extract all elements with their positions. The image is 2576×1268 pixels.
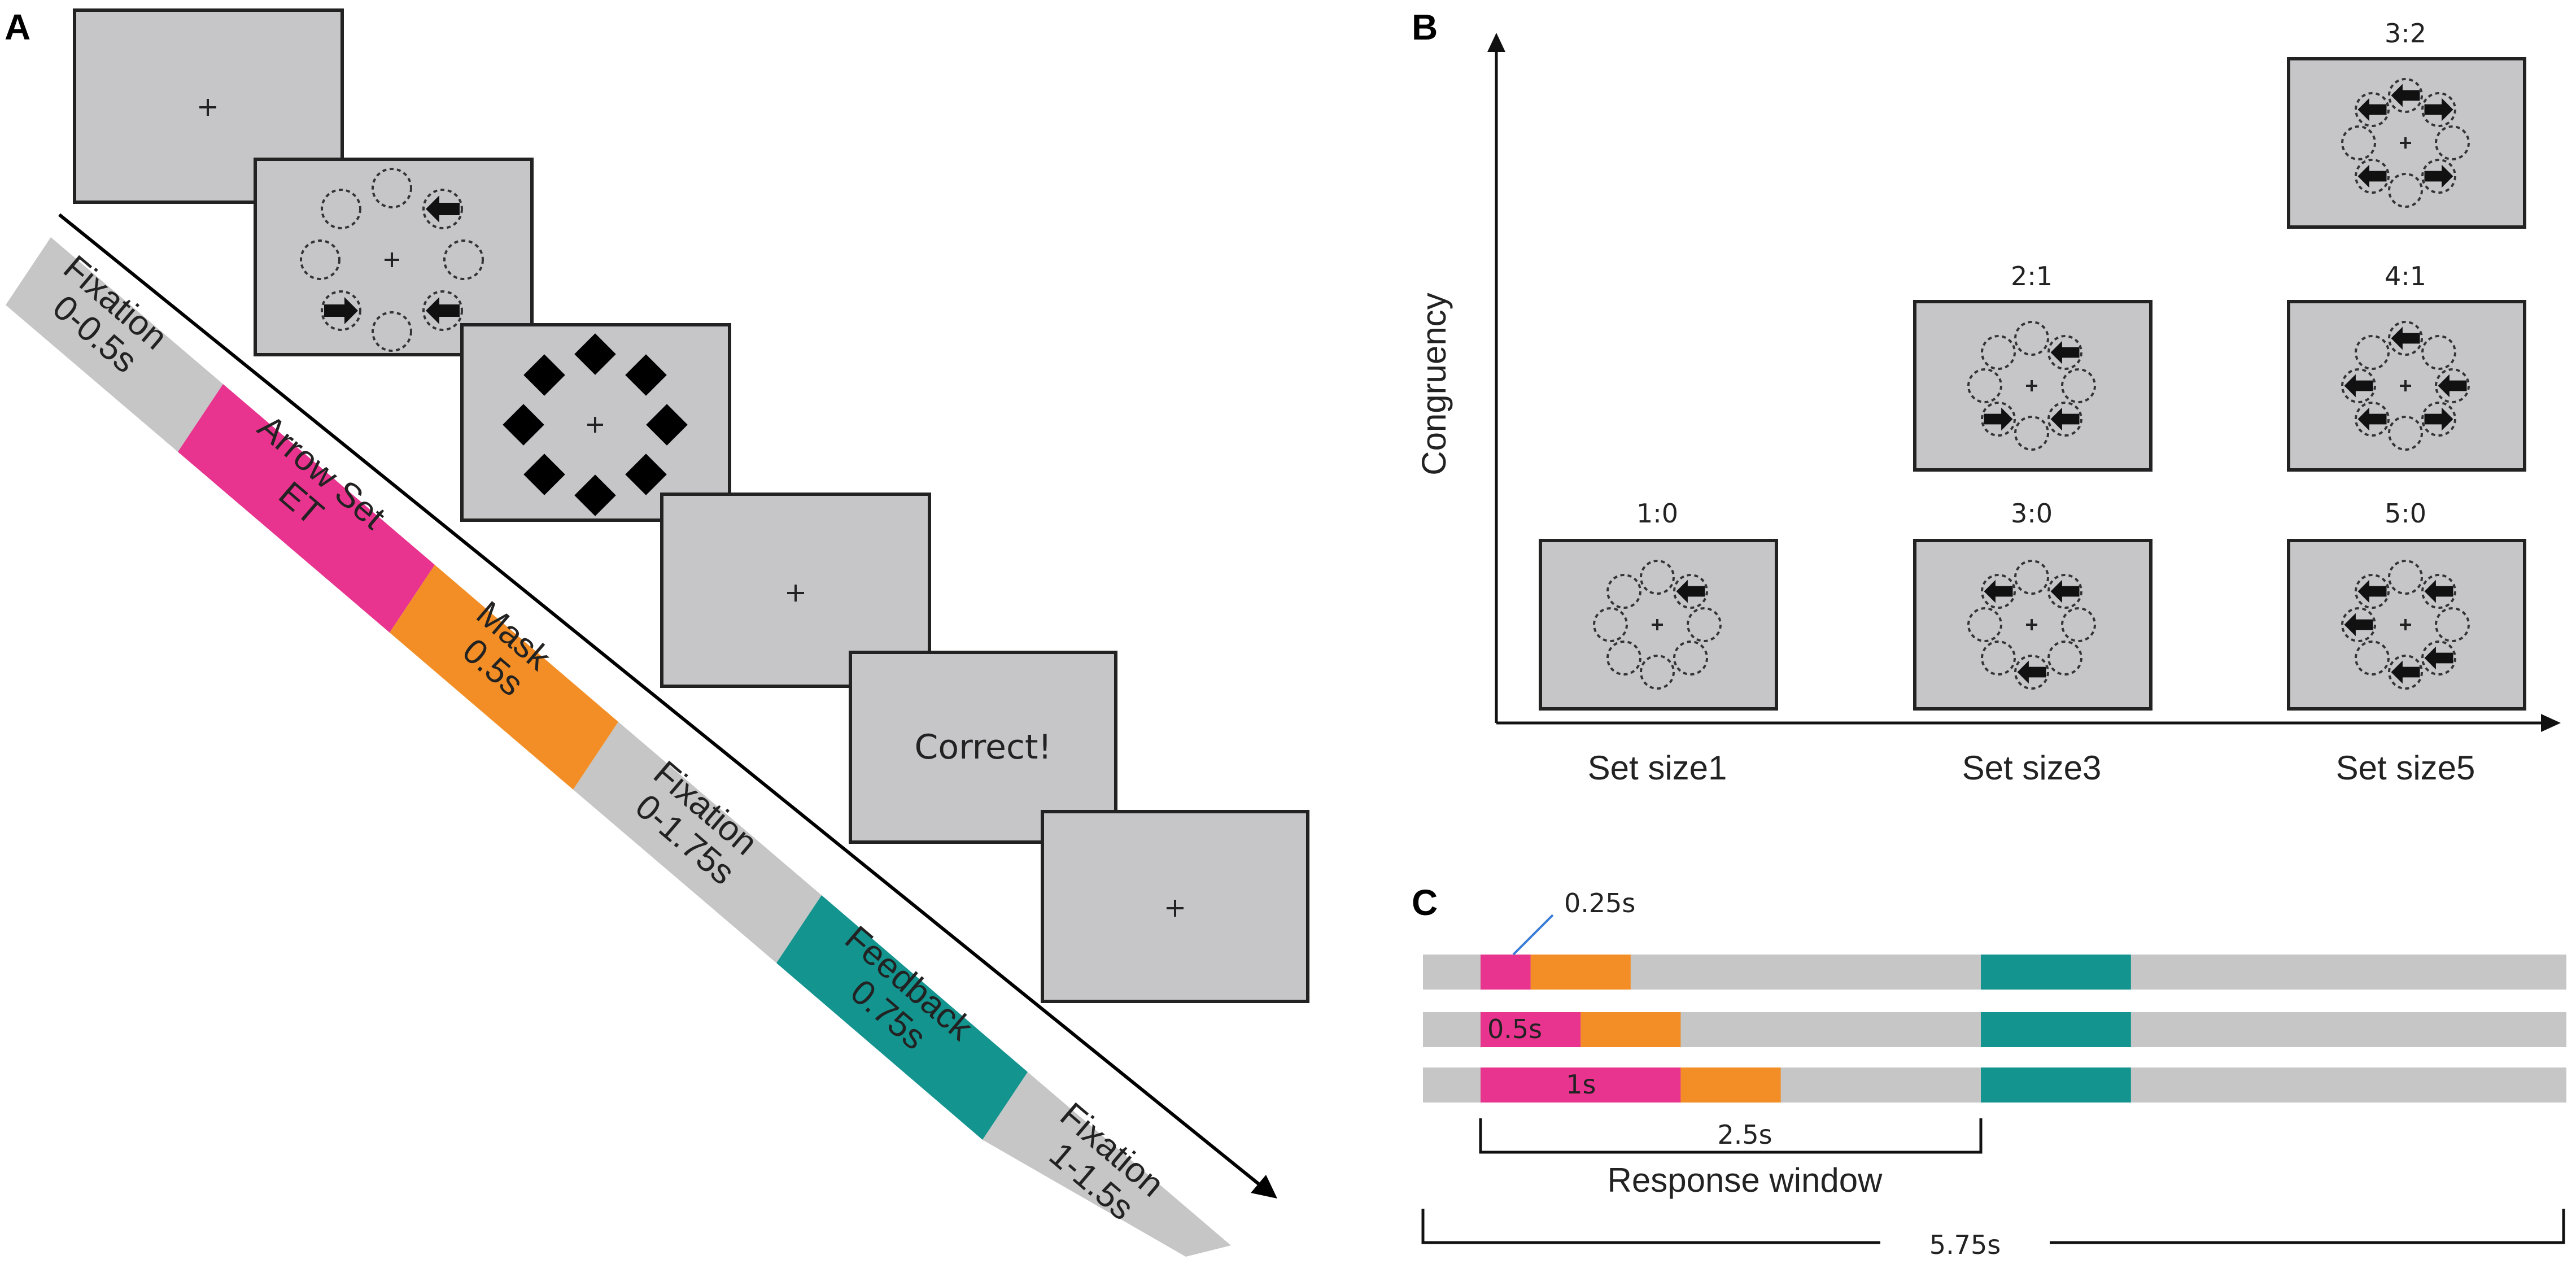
stimulus-3-0: 3:0 <box>1913 498 2153 711</box>
mask-diamonds <box>503 333 688 516</box>
time-arrow <box>58 213 1277 1199</box>
arrow-duration-label: 0.5s <box>1487 1014 1542 1044</box>
arrowhead-icon <box>1251 1175 1277 1199</box>
congruency-axes <box>1487 33 2561 732</box>
feedback-segment <box>1981 1012 2131 1047</box>
band-fixation-3 <box>983 1072 1231 1257</box>
congruency-ratio: 3:0 <box>2011 498 2053 529</box>
screen-fixation-3 <box>1041 810 1309 1003</box>
total-duration-label: 5.75s <box>1929 1230 2001 1260</box>
feedback-segment <box>1981 1067 2131 1103</box>
callout-leader <box>1512 914 1554 956</box>
feedback-text: Correct! <box>914 727 1051 767</box>
band-fixation-1 <box>6 237 223 452</box>
x-axis-label: Set size3 <box>1962 749 2102 787</box>
callout-label: 0.25s <box>1564 888 1635 918</box>
band-feedback <box>776 895 1028 1140</box>
panel-c-letter: C <box>1412 882 1438 923</box>
panel-b-letter: B <box>1412 7 1438 47</box>
mask-segment <box>1680 1067 1781 1103</box>
arrow-duration-label: 1s <box>1566 1069 1596 1100</box>
congruency-ratio: 1:0 <box>1636 498 1678 529</box>
y-axis-label: Congruency <box>1415 293 1453 476</box>
band-mask <box>390 565 618 790</box>
x-axis-label: Set size5 <box>2336 749 2475 787</box>
band-arrow-set <box>178 384 435 633</box>
timing-bars: 0.5s 1s <box>1423 955 2566 1103</box>
response-window-label: Response window <box>1608 1161 1883 1199</box>
screen-arrow-set <box>254 158 534 356</box>
band-fixation-2 <box>573 722 822 963</box>
feedback-segment <box>1981 955 2131 990</box>
stimulus-5-0: 5:0 <box>2287 498 2526 711</box>
congruency-ratio: 3:2 <box>2385 18 2426 49</box>
congruency-ratio: 4:1 <box>2385 261 2426 291</box>
congruency-ratio: 2:1 <box>2011 261 2053 291</box>
x-axis-label: Set size1 <box>1588 749 1727 787</box>
mask-segment <box>1580 1012 1681 1047</box>
response-duration-label: 2.5s <box>1717 1119 1772 1150</box>
stimulus-4-1: 4:1 <box>2287 261 2526 472</box>
x-axis-arrowhead-icon <box>2541 714 2561 732</box>
arrow-set-segment <box>1481 1067 1681 1103</box>
mask-segment <box>1530 955 1631 990</box>
panel-a-letter: A <box>5 7 30 47</box>
arrow-set-segment <box>1481 955 1531 990</box>
screen-mask <box>460 323 731 522</box>
arrow-set-segment <box>1481 1012 1581 1047</box>
stimulus-1-0: 1:0 <box>1539 498 1778 711</box>
congruency-ratio: 5:0 <box>2385 498 2426 529</box>
response-window-bracket: 2.5s Response window <box>1479 1118 1983 1199</box>
stimulus-2-1: 2:1 <box>1913 261 2153 472</box>
stimulus-3-2: 3:2 <box>2287 18 2526 229</box>
y-axis-arrowhead-icon <box>1487 33 1505 52</box>
total-duration-bracket: 5.75s <box>1421 1209 2565 1260</box>
